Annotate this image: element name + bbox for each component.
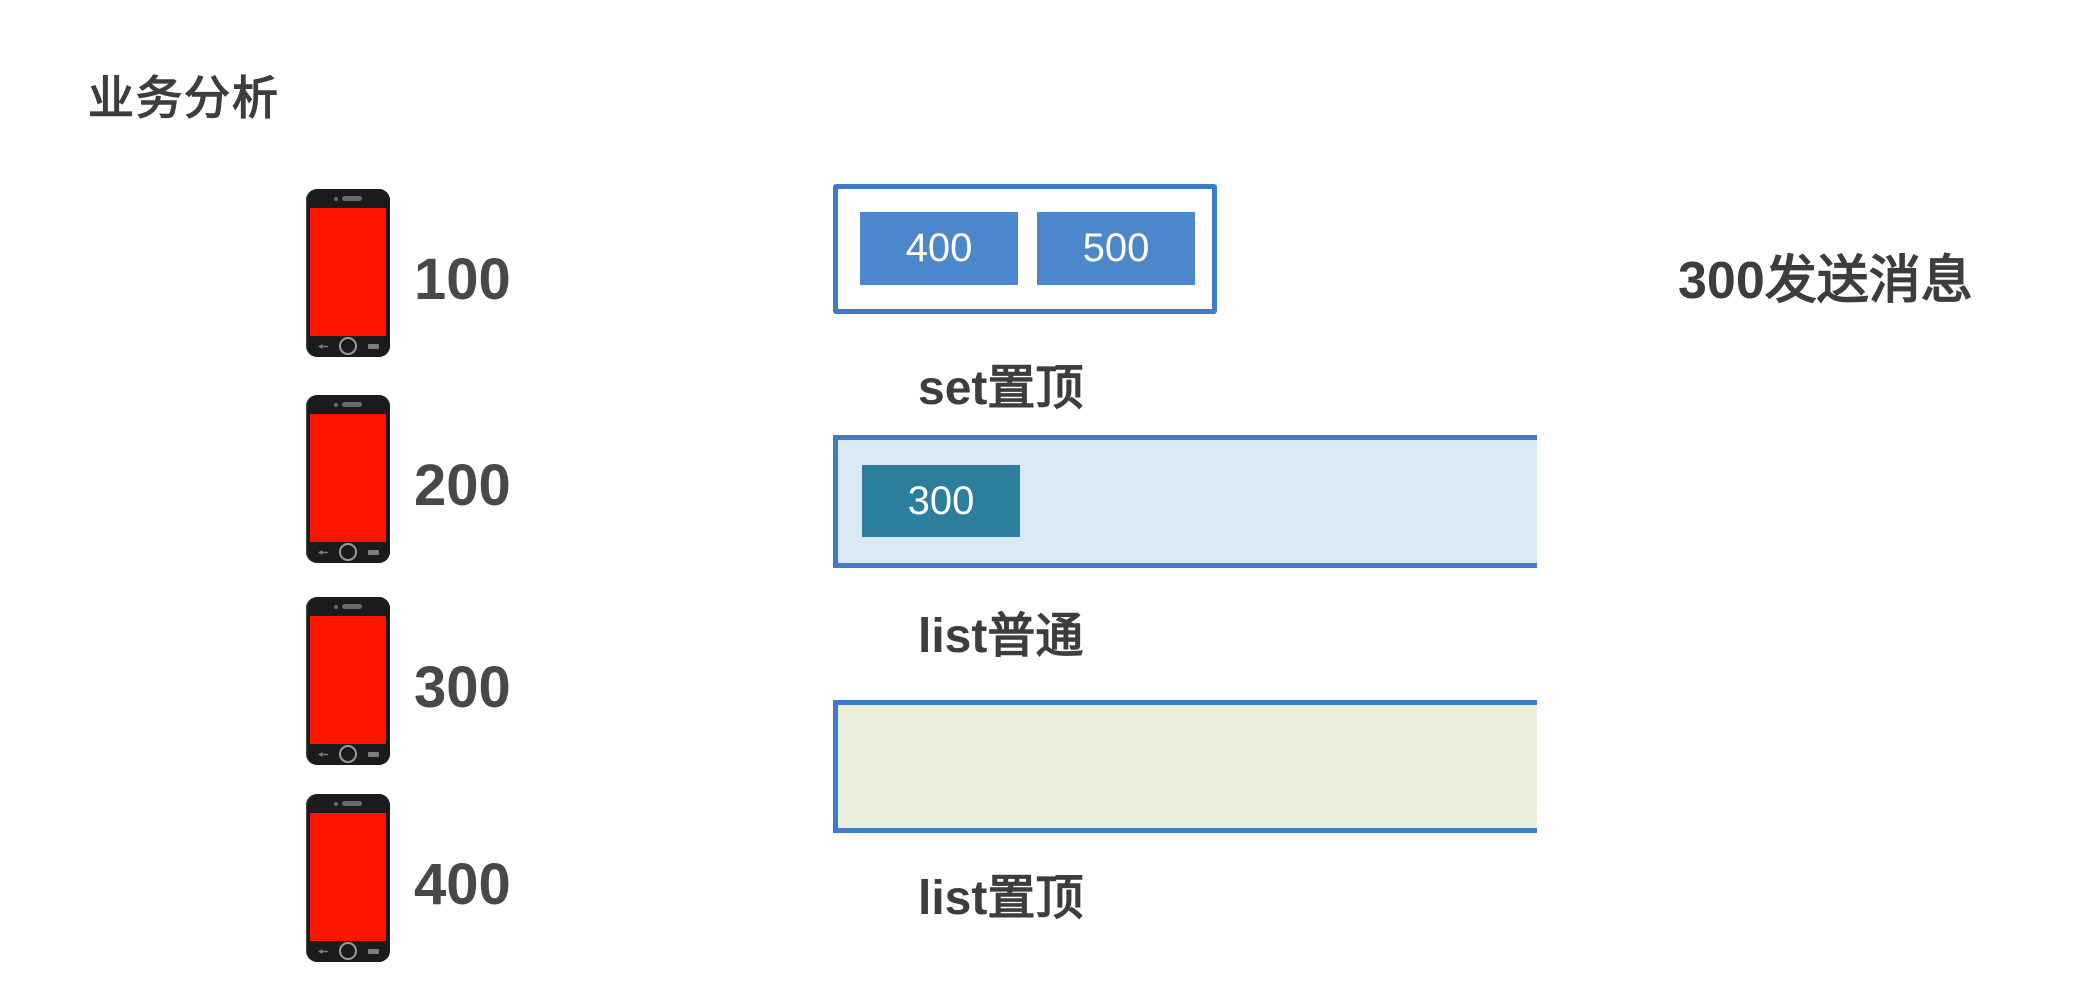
client-label: 100: [414, 246, 511, 312]
phone-screen: [310, 414, 386, 542]
phone-icon: [306, 189, 390, 357]
phone-menu-key-icon: [368, 550, 379, 555]
phone-home-button-icon: [339, 543, 357, 561]
phone-back-key-icon: [318, 344, 328, 349]
phone-icon: [306, 395, 390, 563]
phone-icon: [306, 597, 390, 765]
client-row-200: 200: [306, 394, 606, 564]
phone-home-button-icon: [339, 337, 357, 355]
phone-back-key-icon: [318, 550, 328, 555]
phone-speaker-icon: [342, 196, 362, 201]
queue-item-400: 400: [860, 212, 1018, 285]
client-row-300: 300: [306, 596, 606, 766]
phone-camera-icon: [334, 605, 338, 609]
phone-menu-key-icon: [368, 949, 379, 954]
phone-camera-icon: [334, 403, 338, 407]
queue-item-500: 500: [1037, 212, 1195, 285]
page-title: 业务分析: [88, 72, 280, 124]
client-label: 200: [414, 452, 511, 518]
phone-icon: [306, 794, 390, 962]
client-row-100: 100: [306, 188, 606, 358]
client-label: 300: [414, 654, 511, 720]
phone-screen: [310, 208, 386, 336]
phone-home-button-icon: [339, 745, 357, 763]
client-label: 400: [414, 851, 511, 917]
phone-back-key-icon: [318, 949, 328, 954]
phone-speaker-icon: [342, 402, 362, 407]
phone-speaker-icon: [342, 604, 362, 609]
phone-speaker-icon: [342, 801, 362, 806]
phone-home-button-icon: [339, 942, 357, 960]
phone-camera-icon: [334, 197, 338, 201]
phone-menu-key-icon: [368, 344, 379, 349]
list-normal-label: list普通: [918, 610, 1084, 663]
list-pinned-panel: [833, 700, 1537, 833]
phone-screen: [310, 616, 386, 744]
phone-menu-key-icon: [368, 752, 379, 757]
list-pinned-label: list置顶: [918, 872, 1084, 925]
list-normal-panel: 300: [833, 435, 1537, 568]
phone-screen: [310, 813, 386, 941]
queue-item-300: 300: [862, 465, 1020, 537]
client-row-400: 400: [306, 793, 606, 963]
phone-camera-icon: [334, 802, 338, 806]
annotation-300-send-message: 300发送消息: [1678, 252, 1973, 310]
set-top-panel: 400 500: [833, 184, 1217, 314]
phone-back-key-icon: [318, 752, 328, 757]
set-top-label: set置顶: [918, 362, 1084, 415]
